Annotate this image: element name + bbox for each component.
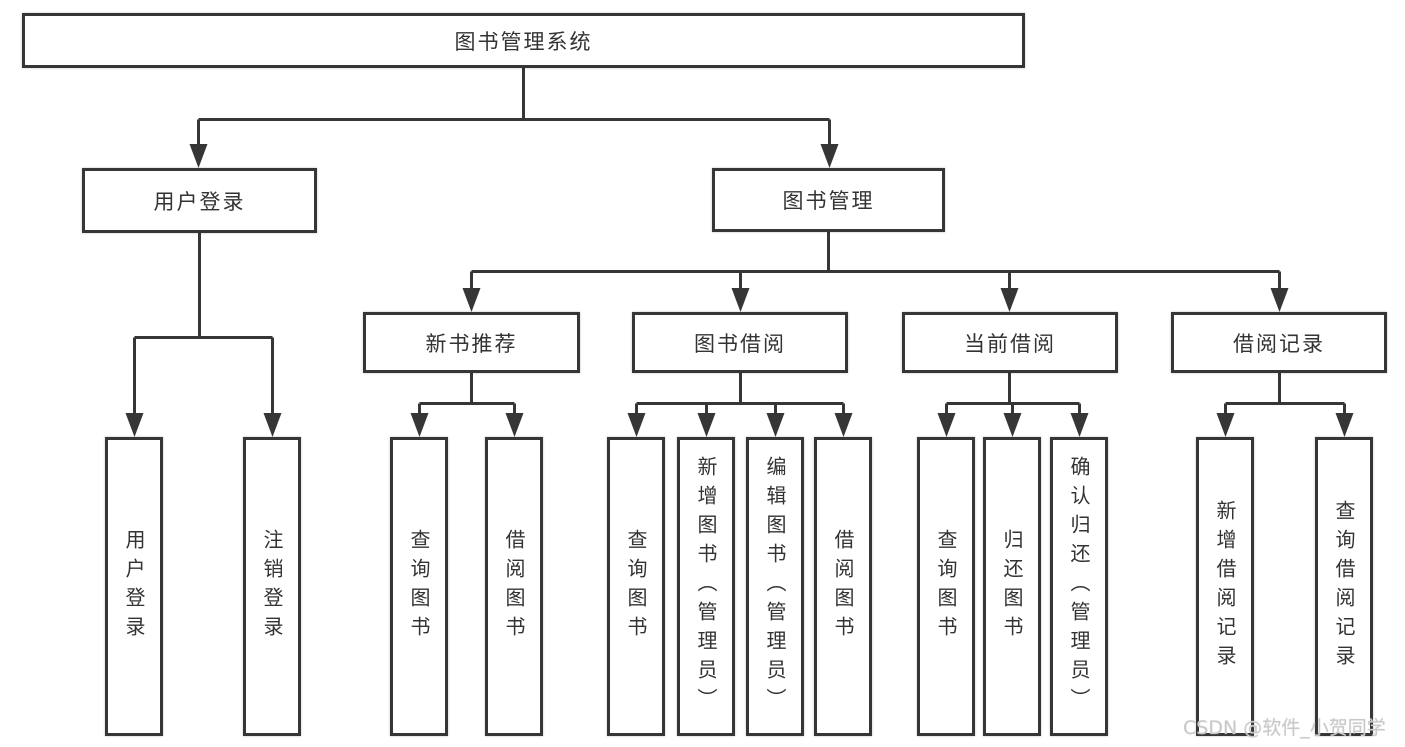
node-root: 图书管理系统	[22, 13, 1025, 68]
node-leaf-cb-return-books: 归还图书	[983, 437, 1041, 736]
edges-user-login-branch	[125, 233, 282, 437]
arrowhead-book-borrow	[731, 288, 750, 312]
node-leaf-br-query-record-label: 查询借阅记录	[1332, 499, 1356, 674]
arrowhead-borrow-records	[1270, 288, 1289, 312]
node-leaf-bb-borrow-books-label: 借阅图书	[831, 528, 855, 645]
arrowhead-cb-confirm	[1070, 413, 1089, 437]
node-leaf-bb-query-books-label: 查询图书	[624, 528, 648, 645]
node-book-mgmt: 图书管理	[712, 168, 945, 232]
arrowhead-book-mgmt	[820, 144, 839, 168]
arrowhead-cb-query	[937, 413, 956, 437]
edges-new-book-rec-branch	[410, 373, 524, 437]
edges-borrow-records-branch	[1216, 373, 1354, 437]
node-leaf-nbr-query-books: 查询图书	[390, 437, 448, 736]
node-leaf-bb-add-books: 新增图书（管理员）	[677, 437, 735, 736]
arrowhead-login-leaf	[125, 413, 144, 437]
node-borrow-records: 借阅记录	[1171, 312, 1387, 373]
arrowhead-br-query	[1335, 413, 1354, 437]
arrowhead-new-book-rec	[462, 288, 481, 312]
node-leaf-nbr-borrow-books-label: 借阅图书	[502, 528, 526, 645]
edges-book-borrow-branch	[627, 373, 853, 437]
node-leaf-bb-edit-books-label: 编辑图书（管理员）	[763, 456, 787, 717]
node-leaf-br-query-record: 查询借阅记录	[1315, 437, 1373, 736]
node-leaf-logout-label: 注销登录	[260, 528, 284, 645]
arrowhead-bb-query	[627, 413, 646, 437]
arrowhead-bb-edit	[766, 413, 785, 437]
arrowhead-nbr-query	[410, 413, 429, 437]
node-book-borrow: 图书借阅	[632, 312, 848, 373]
edges-book-mgmt-branch	[462, 232, 1289, 312]
arrowhead-logout-leaf	[263, 413, 282, 437]
node-new-book-rec-label: 新书推荐	[425, 331, 518, 356]
node-leaf-user-login: 用户登录	[105, 437, 163, 736]
node-current-borrow: 当前借阅	[902, 312, 1118, 373]
node-leaf-cb-query-books: 查询图书	[917, 437, 975, 736]
node-borrow-records-label: 借阅记录	[1233, 331, 1325, 356]
arrowhead-cb-return	[1003, 413, 1022, 437]
node-leaf-cb-query-books-label: 查询图书	[934, 528, 958, 645]
node-leaf-user-login-label: 用户登录	[122, 528, 146, 645]
node-leaf-logout: 注销登录	[243, 437, 301, 736]
node-current-borrow-label: 当前借阅	[964, 331, 1056, 356]
node-leaf-bb-borrow-books: 借阅图书	[814, 437, 872, 736]
node-leaf-nbr-query-books-label: 查询图书	[407, 528, 431, 645]
arrowhead-user-login	[189, 144, 208, 168]
node-new-book-rec: 新书推荐	[363, 312, 580, 373]
node-leaf-cb-confirm-return: 确认归还（管理员）	[1050, 437, 1108, 736]
node-leaf-br-add-record-label: 新增借阅记录	[1213, 499, 1237, 674]
node-user-login: 用户登录	[82, 168, 317, 233]
arrowhead-bb-borrow	[834, 413, 853, 437]
node-leaf-cb-return-books-label: 归还图书	[1000, 528, 1024, 645]
edges-current-borrow-branch	[937, 373, 1089, 437]
arrowhead-nbr-borrow	[505, 413, 524, 437]
edges-root-to-level2	[189, 68, 839, 168]
arrowhead-bb-add	[697, 413, 716, 437]
csdn-watermark: CSDN @软件_小贺同学	[1183, 717, 1386, 739]
node-leaf-bb-query-books: 查询图书	[607, 437, 665, 736]
node-leaf-cb-confirm-return-label: 确认归还（管理员）	[1067, 456, 1091, 717]
arrowhead-br-add	[1216, 413, 1235, 437]
node-book-borrow-label: 图书借阅	[694, 331, 786, 356]
node-user-login-label: 用户登录	[153, 189, 246, 214]
node-leaf-nbr-borrow-books: 借阅图书	[485, 437, 543, 736]
node-leaf-bb-edit-books: 编辑图书（管理员）	[746, 437, 804, 736]
node-book-mgmt-label: 图书管理	[782, 189, 875, 213]
node-leaf-br-add-record: 新增借阅记录	[1196, 437, 1254, 736]
node-leaf-bb-add-books-label: 新增图书（管理员）	[694, 456, 718, 717]
node-root-label: 图书管理系统	[454, 29, 593, 54]
arrowhead-current-borrow	[1000, 288, 1019, 312]
